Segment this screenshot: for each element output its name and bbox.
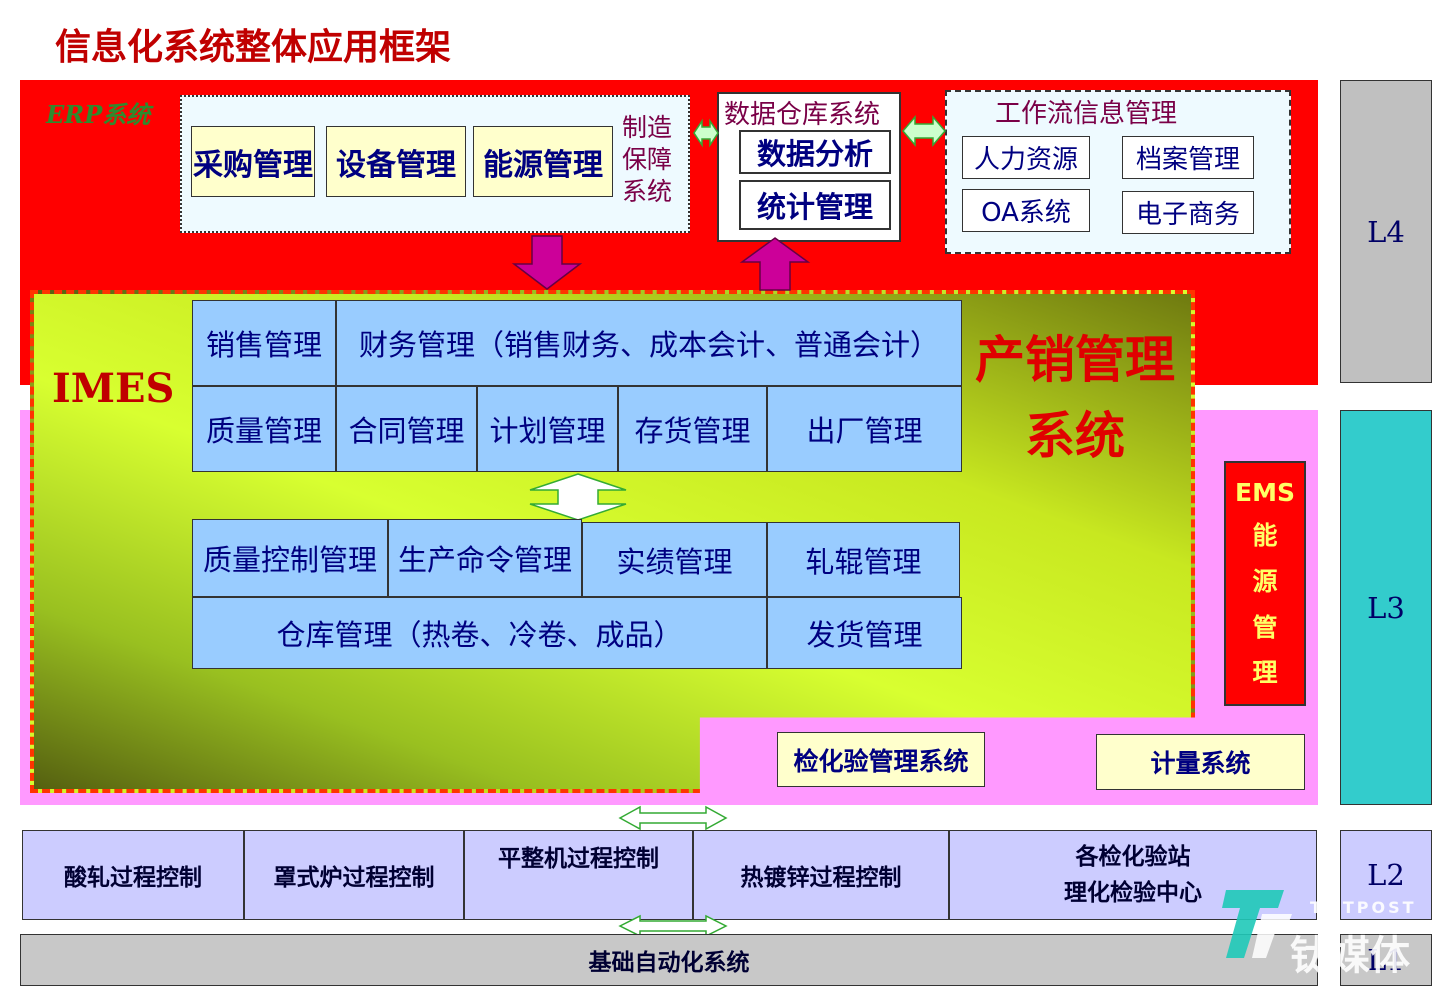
watermark-brand: TMTPOST: [1310, 898, 1417, 917]
inspection-system: 检化验管理系统: [777, 732, 985, 787]
energy-module: 能源管理: [473, 126, 613, 197]
finance-module: 财务管理（销售财务、成本会计、普通会计）: [336, 300, 962, 386]
l2-skin-pass: 平整机过程控制: [464, 830, 693, 920]
level-l3: L3: [1340, 410, 1432, 805]
ems-line-2: 能: [1252, 521, 1278, 551]
archive-module: 档案管理: [1122, 136, 1254, 179]
l1-basic-automation: 基础自动化系统: [20, 934, 1318, 986]
arrow-up-to-erp: [739, 237, 811, 291]
metering-system: 计量系统: [1096, 734, 1305, 790]
l2-acid-rolling: 酸轧过程控制: [22, 830, 244, 920]
contract-module: 合同管理: [336, 386, 477, 472]
equipment-module: 设备管理: [326, 126, 466, 197]
l2-inspection-line-2: 理化检验中心: [1064, 880, 1202, 906]
imes-label: IMES: [52, 365, 175, 412]
workflow-title: 工作流信息管理: [995, 99, 1178, 129]
shipment-exit-module: 出厂管理: [767, 386, 962, 472]
data-analysis-module: 数据分析: [739, 130, 891, 174]
procurement-module: 采购管理: [191, 126, 315, 197]
ems-line-5: 理: [1252, 658, 1278, 688]
mfg-line-2: 保障: [622, 145, 673, 174]
ems-line-4: 管: [1252, 612, 1278, 642]
ems-box: EMS 能 源 管 理: [1224, 461, 1306, 706]
tmtpost-logo-icon: [1222, 890, 1292, 958]
warehouse-module: 仓库管理（热卷、冷卷、成品）: [192, 597, 767, 669]
sales-module: 销售管理: [192, 300, 336, 386]
arrow-l2-l1: [618, 914, 728, 938]
level-l1: L1: [1340, 934, 1432, 986]
quality-control-module: 质量控制管理: [192, 519, 388, 597]
production-order-module: 生产命令管理: [388, 519, 582, 597]
arrow-dw-workflow: [902, 114, 946, 148]
performance-module: 实绩管理: [582, 522, 767, 597]
l2-bell-furnace: 罩式炉过程控制: [244, 830, 464, 920]
arrow-imes-internal: [529, 473, 627, 521]
watermark-name: 钛媒体: [1290, 933, 1410, 979]
inventory-module: 存货管理: [618, 386, 767, 472]
manufacturing-support-label: 制造 保障 系统: [622, 112, 688, 208]
ems-line-1: EMS: [1235, 477, 1295, 507]
plan-module: 计划管理: [477, 386, 618, 472]
roll-module: 轧辊管理: [767, 522, 960, 597]
production-sales-label: 产销管理 系统: [965, 322, 1185, 474]
mfg-line-3: 系统: [622, 177, 673, 206]
quality-module: 质量管理: [192, 386, 336, 472]
level-l2: L2: [1340, 830, 1432, 920]
arrow-down-to-imes: [511, 235, 583, 290]
arrow-l3-l2: [618, 805, 728, 831]
mfg-line-1: 制造: [622, 113, 673, 142]
ems-line-3: 源: [1252, 566, 1278, 596]
data-warehouse-title: 数据仓库系统: [724, 100, 881, 130]
oa-module: OA系统: [962, 189, 1090, 232]
production-sales-line-2: 系统: [1025, 407, 1125, 465]
ecommerce-module: 电子商务: [1122, 191, 1254, 234]
hr-module: 人力资源: [962, 136, 1090, 179]
production-sales-line-1: 产销管理: [975, 331, 1175, 389]
page-title: 信息化系统整体应用框架: [55, 27, 452, 68]
delivery-module: 发货管理: [767, 597, 962, 669]
arrow-mfg-dw: [693, 118, 719, 148]
level-l4: L4: [1340, 80, 1432, 383]
statistics-module: 统计管理: [739, 180, 891, 230]
l2-galvanizing: 热镀锌过程控制: [693, 830, 949, 920]
l2-inspection-line-1: 各检化验站: [1075, 844, 1191, 870]
erp-label: ERP系统: [46, 100, 151, 129]
